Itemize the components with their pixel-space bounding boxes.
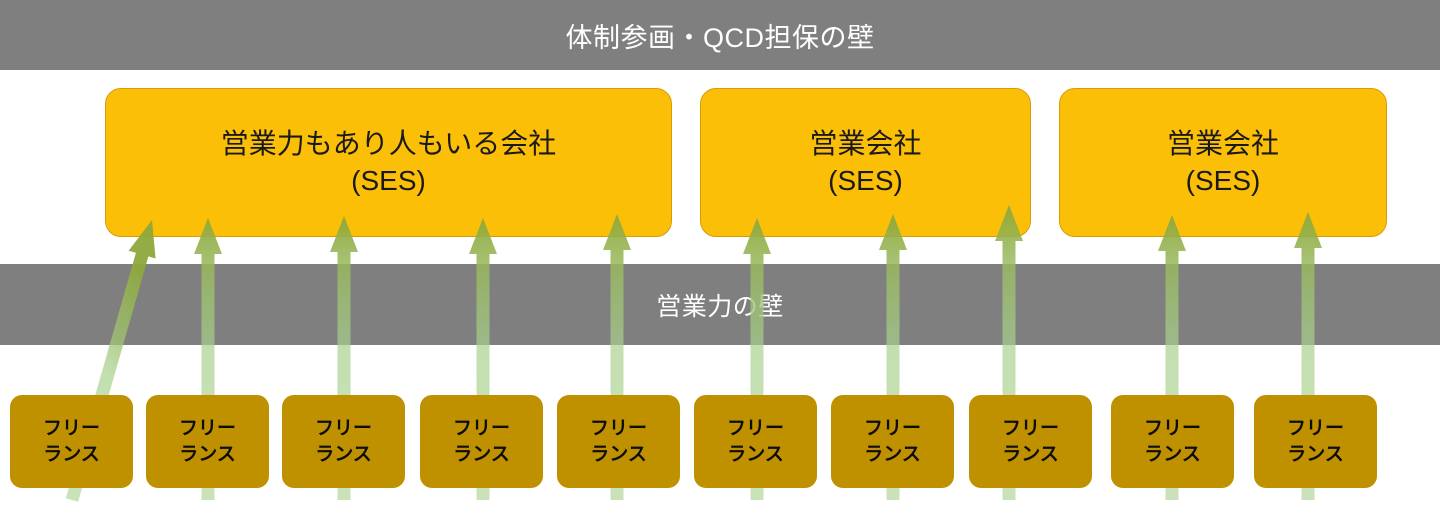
wall-banner-top-label: 体制参画・QCD担保の壁 [565,22,875,53]
freelance-box-5-line1: フリー [589,417,647,439]
company-box-2-line2: (SES) [828,164,903,196]
freelance-box-10-line2: ランス [1287,443,1344,465]
freelance-box-8-line1: フリー [1001,417,1059,439]
freelance-box-4-line2: ランス [453,443,510,465]
freelance-box-2-line2: ランス [179,443,236,465]
wall-banner-top: 体制参画・QCD担保の壁 [0,0,1440,70]
freelance-box-4-line1: フリー [452,417,510,439]
freelance-box-10-line1: フリー [1286,417,1344,439]
freelance-box-3[interactable]: フリー ランス [282,395,405,488]
company-box-1-line2: (SES) [351,164,426,196]
company-box-3-line2: (SES) [1185,164,1261,196]
freelance-box-5[interactable]: フリー ランス [557,395,680,488]
wall-banner-middle-label: 営業力の壁 [656,292,784,321]
company-box-2-line1: 営業会社 [809,128,922,160]
freelance-box-6-line2: ランス [727,443,784,465]
freelance-box-10[interactable]: フリー ランス [1254,395,1377,488]
company-box-3-line1: 営業会社 [1166,128,1279,160]
freelance-box-1[interactable]: フリー ランス [10,395,133,488]
freelance-box-1-line2: ランス [43,443,100,465]
freelance-box-8-line2: ランス [1002,443,1059,465]
company-box-3[interactable]: 営業会社 (SES) [1059,88,1387,237]
company-box-1-line1: 営業力もあり人もいる会社 [220,128,557,160]
freelance-box-7-line2: ランス [864,443,921,465]
company-box-1[interactable]: 営業力もあり人もいる会社 (SES) [105,88,672,237]
freelance-box-2-line1: フリー [178,417,236,439]
wall-banner-middle: 営業力の壁 [0,264,1440,345]
freelance-box-8[interactable]: フリー ランス [969,395,1092,488]
freelance-box-6[interactable]: フリー ランス [694,395,817,488]
freelance-box-9[interactable]: フリー ランス [1111,395,1234,488]
freelance-box-1-line1: フリー [42,417,100,439]
freelance-box-4[interactable]: フリー ランス [420,395,543,488]
freelance-box-6-line1: フリー [726,417,784,439]
freelance-box-3-line1: フリー [314,417,372,439]
freelance-box-3-line2: ランス [315,443,372,465]
freelance-box-9-line2: ランス [1144,443,1201,465]
freelance-box-7[interactable]: フリー ランス [831,395,954,488]
freelance-box-7-line1: フリー [863,417,921,439]
freelance-box-9-line1: フリー [1143,417,1201,439]
freelance-box-5-line2: ランス [590,443,647,465]
company-box-2[interactable]: 営業会社 (SES) [700,88,1031,237]
freelance-box-2[interactable]: フリー ランス [146,395,269,488]
